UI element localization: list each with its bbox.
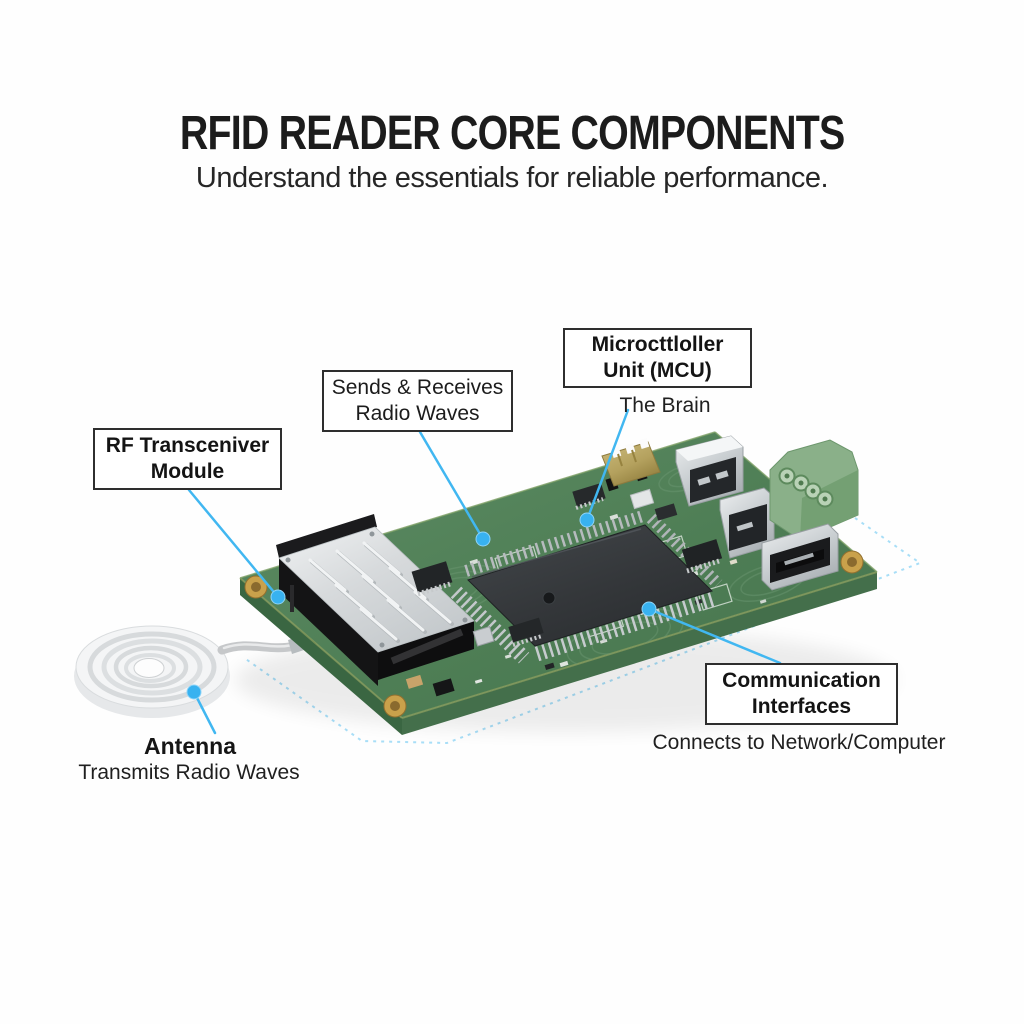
antenna-coil [74, 625, 230, 718]
board-side-left [240, 578, 402, 735]
caption-antenna-label: Antenna [144, 733, 236, 759]
callout-sends-line2: Radio Waves [355, 402, 480, 425]
dashed-projection-outline [242, 517, 923, 745]
leader-antenna [192, 690, 217, 735]
gold-connector [601, 438, 661, 492]
usb-port-stack [675, 435, 775, 559]
caption-comm-connects: Connects to Network/Computer [652, 731, 946, 754]
callout-comm-line2: Interfaces [751, 695, 852, 718]
shield-ridges [308, 541, 454, 643]
shield-screws [285, 531, 468, 648]
callout-sends-line1: Sends & Receives [331, 376, 504, 400]
dot-antenna [186, 684, 202, 700]
leader-lines [187, 408, 782, 735]
caption-mcu-the-brain: The Brain [619, 394, 711, 417]
dot-comm [641, 601, 657, 617]
callout-mcu-line1: Microcttloller [591, 333, 724, 357]
page-title-text: RFID READER CORE COMPONENTS [179, 107, 845, 160]
board-side-right [402, 572, 877, 735]
callout-rf-line2: Module [150, 460, 225, 483]
callout-communication-interfaces: Communication Interfaces [705, 663, 898, 725]
page-subtitle: Understand the essentials for reliable p… [195, 162, 829, 194]
usb-a-port [761, 523, 839, 591]
dot-transceiver-function [475, 531, 491, 547]
caption-antenna-function: Transmits Radio Waves [78, 761, 300, 784]
rf-shield-module [276, 514, 475, 686]
dot-mcu [579, 512, 595, 528]
callout-comm-line1: Communication [722, 669, 881, 693]
leader-rf-module [187, 488, 280, 599]
callout-mcu: Microcttloller Unit (MCU) [563, 328, 752, 388]
terminal-screws [778, 467, 834, 508]
leader-transceiver-function [418, 430, 485, 541]
callout-dots [186, 512, 657, 700]
terminal-block [769, 439, 859, 541]
dot-rf-module [270, 589, 286, 605]
callout-mcu-line2: Unit (MCU) [603, 359, 712, 382]
callout-rf-line1: RF Transceniver [105, 434, 270, 458]
callout-sends-receives: Sends & Receives Radio Waves [322, 370, 513, 432]
leader-comm [647, 607, 782, 665]
mcu-pin1-dimple [542, 591, 556, 605]
mcu-chip [450, 510, 723, 664]
page-title: RFID READER CORE COMPONENTS [0, 106, 1024, 161]
leader-mcu [585, 408, 630, 522]
callout-rf-transceiver-module: RF Transceniver Module [93, 428, 282, 490]
